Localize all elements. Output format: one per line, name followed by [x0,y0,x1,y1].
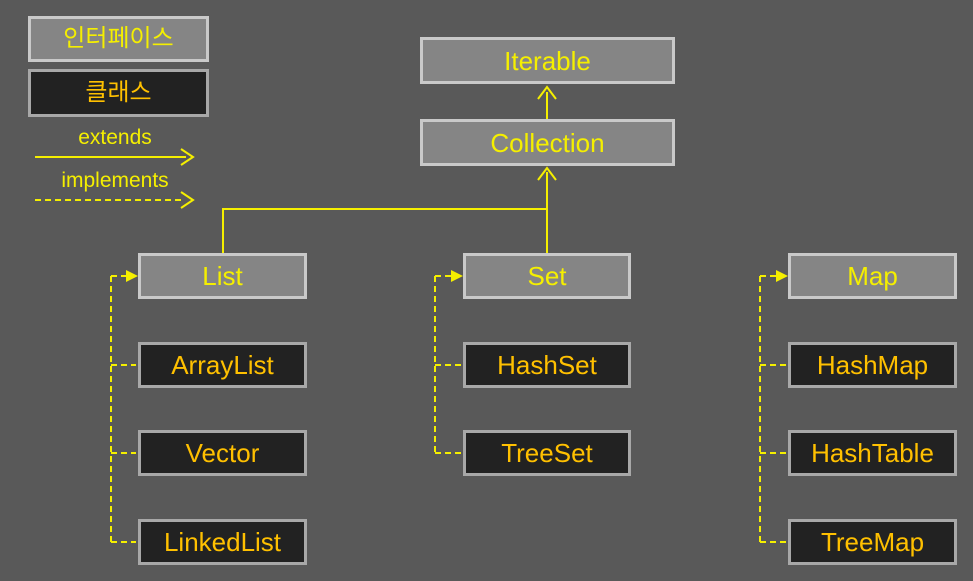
treeset-class-box: TreeSet [463,430,631,476]
list-set-to-collection-arrow [222,166,557,253]
hashmap-class-box: HashMap [788,342,957,388]
list-interface-box: List [138,253,307,299]
legend-class-box: 클래스 [28,69,209,117]
map-interface-box: Map [788,253,957,299]
linkedlist-class-box: LinkedList [138,519,307,565]
legend-extends-label: extends [78,126,152,149]
legend-implements-arrow [35,191,195,209]
arraylist-class-box: ArrayList [138,342,307,388]
hashtable-class-box: HashTable [788,430,957,476]
treemap-class-box: TreeMap [788,519,957,565]
list-implements-wiring [110,270,138,543]
map-implements-wiring [759,270,788,543]
legend-extends-arrow [35,148,195,166]
set-implements-wiring [434,270,463,454]
vector-class-box: Vector [138,430,307,476]
legend-interface-box: 인터페이스 [28,16,209,62]
collection-interface-box: Collection [420,119,675,166]
legend-implements-label: implements [61,169,169,192]
hashset-class-box: HashSet [463,342,631,388]
iterable-interface-box: Iterable [420,37,675,84]
set-interface-box: Set [463,253,631,299]
collection-to-iterable-arrow [537,85,557,119]
